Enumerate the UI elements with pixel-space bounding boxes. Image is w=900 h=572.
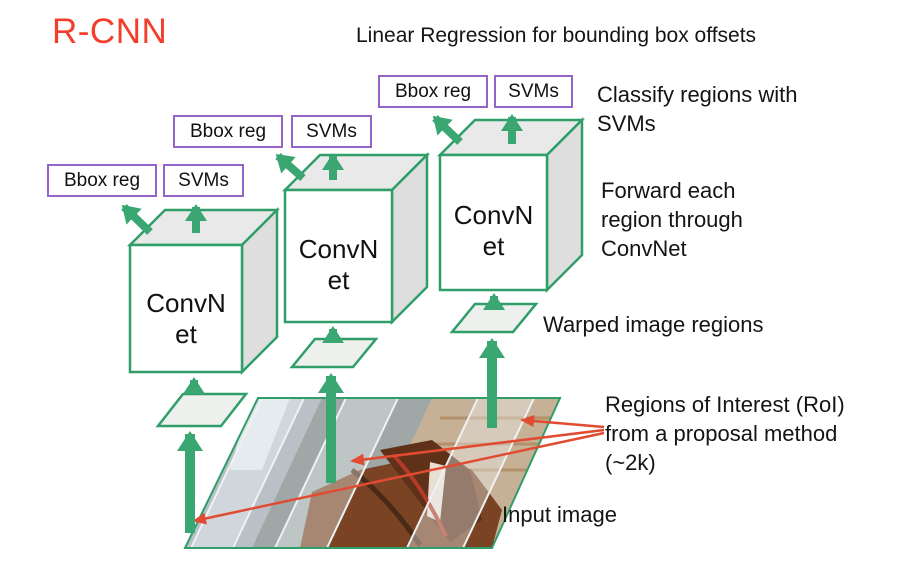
arrow-convnet3-to-bboxreg <box>432 115 463 145</box>
convnet-box-3-front-face <box>438 153 549 292</box>
photo-cart-region <box>252 398 432 548</box>
photo-harness-strap <box>391 453 448 537</box>
bbox-reg-box-1: Bbox reg <box>47 164 157 197</box>
svms-box-1: SVMs <box>163 164 244 197</box>
photo-border <box>183 397 562 549</box>
svms-label-1: SVMs <box>178 169 229 191</box>
roi-annotation: Regions of Interest (RoI) from a proposa… <box>605 392 845 476</box>
input-image-photo <box>183 397 562 549</box>
bbox-reg-box-2: Bbox reg <box>173 115 283 148</box>
convnet-label-3: ConvN et <box>453 200 534 261</box>
svms-box-3: SVMs <box>494 75 573 108</box>
convnet-box-3 <box>436 116 586 294</box>
slide-title: R-CNN <box>52 12 168 51</box>
warped-annotation: Warped image regions <box>543 312 764 337</box>
svms-label-2: SVMs <box>306 120 357 142</box>
convnet-box-1-front-face <box>128 243 244 374</box>
warped-region-2 <box>289 337 379 369</box>
roi-arrow-middle <box>350 428 605 466</box>
roi-arrow-right <box>520 415 605 429</box>
convnet-box-2 <box>281 151 431 326</box>
warped-region-1 <box>155 392 249 428</box>
warped-region-3 <box>449 302 539 334</box>
svms-label-3: SVMs <box>508 80 559 102</box>
bbox-reg-label-1: Bbox reg <box>63 169 141 191</box>
convnet-box-2-front-face <box>283 188 394 324</box>
svms-box-2: SVMs <box>291 115 372 148</box>
arrow-convnet2-to-bboxreg <box>275 152 306 182</box>
convnet-label-2: ConvN et <box>298 234 379 295</box>
arrow-convnet1-to-bboxreg <box>121 204 153 235</box>
convnet-box-1 <box>126 206 281 376</box>
linear-regression-note: Linear Regression for bounding box offse… <box>356 24 757 47</box>
forward-annotation: Forward each region through ConvNet <box>601 178 743 262</box>
roi-arrow-left <box>192 431 605 525</box>
bbox-reg-label-3: Bbox reg <box>394 80 472 102</box>
bbox-reg-box-3: Bbox reg <box>378 75 488 108</box>
bbox-reg-label-2: Bbox reg <box>189 120 267 142</box>
convnet-label-1: ConvN et <box>146 288 226 349</box>
classify-annotation: Classify regions with SVMs <box>597 82 798 137</box>
input-image-annotation: Input image <box>502 502 617 527</box>
